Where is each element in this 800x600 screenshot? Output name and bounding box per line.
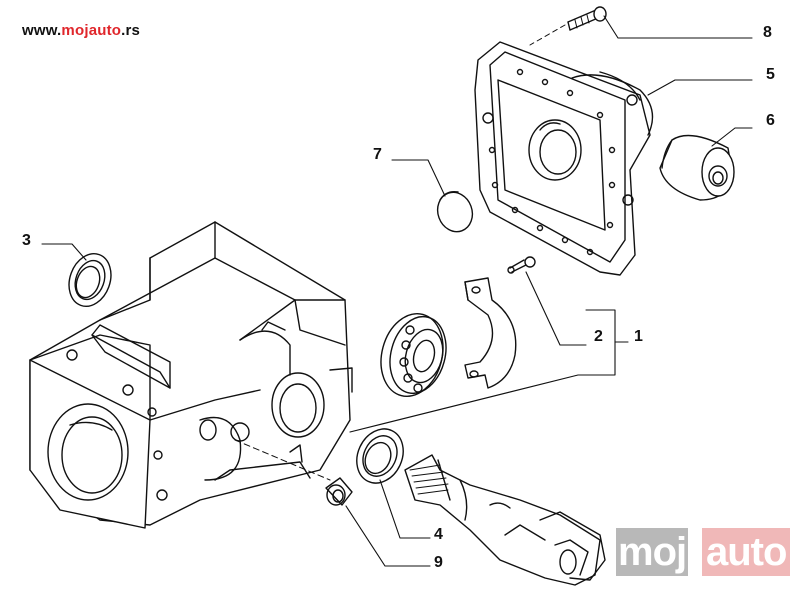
callout-4: 4	[434, 526, 443, 543]
callout-1: 1	[634, 328, 643, 345]
callout-3: 3	[22, 232, 31, 249]
watermark-part-moj: moj	[616, 528, 689, 576]
gearbox-housing	[29, 221, 353, 529]
site-url-prefix: www.	[22, 22, 62, 39]
seal-ring-4	[356, 428, 404, 484]
callout-8: 8	[763, 24, 772, 41]
bolt-2	[507, 256, 536, 274]
callout-2: 2	[594, 328, 603, 345]
callout-7: 7	[373, 146, 382, 163]
site-url-brand: mojauto	[61, 22, 122, 39]
site-url[interactable]: www.mojauto.rs	[22, 22, 140, 39]
leader-lines	[41, 15, 753, 567]
plug-9	[325, 477, 353, 506]
bearing-cap	[464, 277, 517, 389]
bolt-8	[567, 6, 607, 31]
watermark-part-auto: auto	[702, 528, 791, 576]
seal-ring-3	[68, 253, 112, 307]
cover-plate-5	[474, 41, 654, 276]
site-url-suffix: .rs	[121, 22, 141, 39]
bushing-6	[659, 134, 735, 201]
callout-5: 5	[766, 66, 775, 83]
plug-cap-7	[436, 190, 474, 233]
mojauto-watermark-logo: moj auto	[616, 528, 791, 576]
callout-9: 9	[434, 554, 443, 571]
callout-6: 6	[766, 112, 775, 129]
bearing	[380, 312, 447, 398]
output-shaft	[404, 454, 606, 586]
